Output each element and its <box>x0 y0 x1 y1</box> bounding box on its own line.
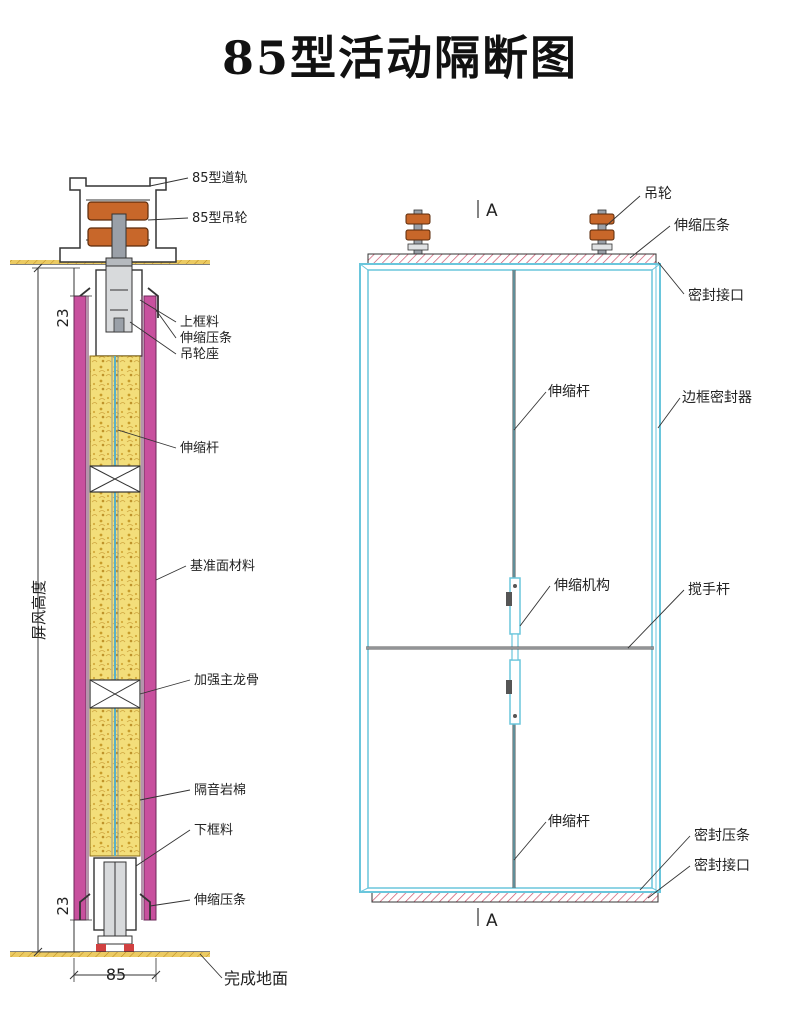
label-seal-strip-bottom: 密封压条 <box>694 827 750 844</box>
facing-board-left <box>73 295 87 921</box>
label-hanger: 85型吊轮 <box>192 211 248 226</box>
elevation-view: A A <box>359 186 752 931</box>
keel-box-upper <box>89 465 141 493</box>
label-wheel-seat: 吊轮座 <box>180 347 219 362</box>
label-seal-joint-bottom: 密封接口 <box>694 857 750 874</box>
dim-bottom <box>70 919 92 952</box>
section-mark-top-label: A <box>486 201 498 221</box>
label-strip-top-elev: 伸缩压条 <box>674 217 730 234</box>
label-rod-top: 伸缩杆 <box>548 384 590 400</box>
elevation-leaders <box>513 195 691 899</box>
mechanism-lower <box>506 659 521 725</box>
keel-box-lower <box>89 679 141 709</box>
hanger-wheel <box>87 201 149 267</box>
elevation-wheel-right <box>589 209 615 255</box>
floor-line <box>10 951 210 957</box>
dim-top <box>70 268 92 297</box>
bottom-frame <box>93 857 137 952</box>
label-keel: 加强主龙骨 <box>194 673 259 688</box>
label-seal-joint-top: 密封接口 <box>688 287 744 304</box>
label-wool: 隔音岩棉 <box>194 782 246 798</box>
label-rod: 伸缩杆 <box>180 440 219 456</box>
label-mechanism: 伸缩机构 <box>554 578 610 594</box>
top-strip <box>367 253 657 265</box>
elevation-wheel-left <box>405 209 431 255</box>
dim-width-label: 85 <box>106 965 126 984</box>
mechanism-upper <box>506 577 521 635</box>
bottom-strip <box>371 891 659 903</box>
panel-outer <box>359 263 661 893</box>
label-top-frame: 上框料 <box>180 315 219 330</box>
label-strip-bottom: 伸缩压条 <box>194 892 246 908</box>
panel-inner <box>367 269 653 889</box>
dim-top-label: 23 <box>54 308 72 327</box>
dim-bottom-label: 23 <box>54 896 72 915</box>
label-floor: 完成地面 <box>224 969 288 988</box>
dim-height-label: 屏风高度 <box>30 580 48 640</box>
label-base-material: 基准面材料 <box>190 559 255 574</box>
label-track: 85型道轨 <box>192 171 248 186</box>
page-title: 85型活动隔断图 <box>221 31 578 85</box>
dim-height <box>32 263 80 957</box>
section-mark-bottom-label: A <box>486 911 498 931</box>
label-rod-bottom: 伸缩杆 <box>548 814 590 830</box>
label-bottom-frame: 下框料 <box>194 823 233 838</box>
label-strip-top: 伸缩压条 <box>180 330 232 346</box>
label-edge-seal: 边框密封器 <box>682 389 752 406</box>
section-view: 屏风高度 23 23 85 <box>10 171 288 988</box>
section-leaders <box>117 177 223 979</box>
label-wheel: 吊轮 <box>644 186 672 202</box>
label-handle: 搅手杆 <box>688 582 730 598</box>
dim-width <box>69 958 161 982</box>
facing-board-right <box>143 295 157 921</box>
top-frame <box>95 265 143 357</box>
